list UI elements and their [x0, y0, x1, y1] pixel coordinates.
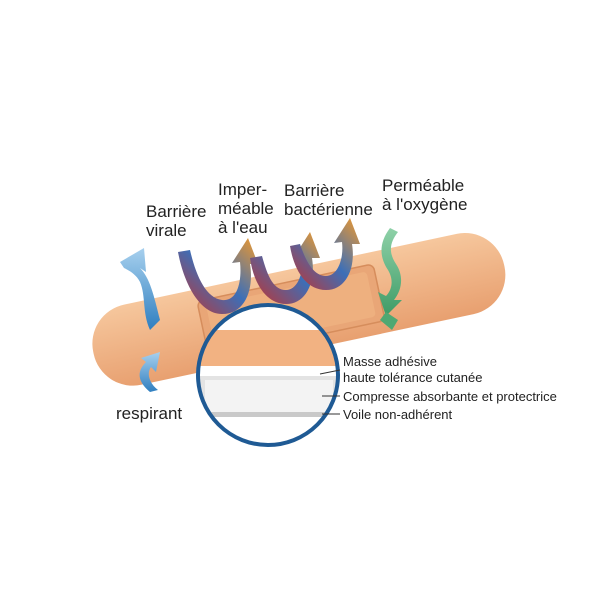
- label-adhesive-layer: Masse adhésive haute tolérance cutanée: [343, 354, 483, 385]
- bacteria-arrow-icon: [250, 232, 320, 304]
- label-compress-layer: Compresse absorbante et protectrice: [343, 389, 557, 404]
- water-arrow-icon: [178, 238, 258, 314]
- label-waterproof: Imper- méable à l'eau: [218, 180, 274, 237]
- label-breathable: respirant: [116, 404, 183, 423]
- label-oxygen-permeable: Perméable à l'oxygène: [382, 176, 468, 214]
- magnifier-circle: [196, 303, 341, 447]
- label-veil-layer: Voile non-adhérent: [343, 407, 453, 422]
- oxygen-arrow-icon: [378, 228, 402, 316]
- breath-arrow-icon: [139, 352, 160, 392]
- label-bacterial-barrier: Barrière bactérienne: [284, 181, 373, 219]
- breath-arrow-icon: [120, 248, 160, 330]
- label-viral-barrier: Barrière virale: [146, 202, 207, 240]
- bacteria-arrow-icon: [290, 218, 360, 290]
- oxygen-arrow-icon: [380, 312, 398, 330]
